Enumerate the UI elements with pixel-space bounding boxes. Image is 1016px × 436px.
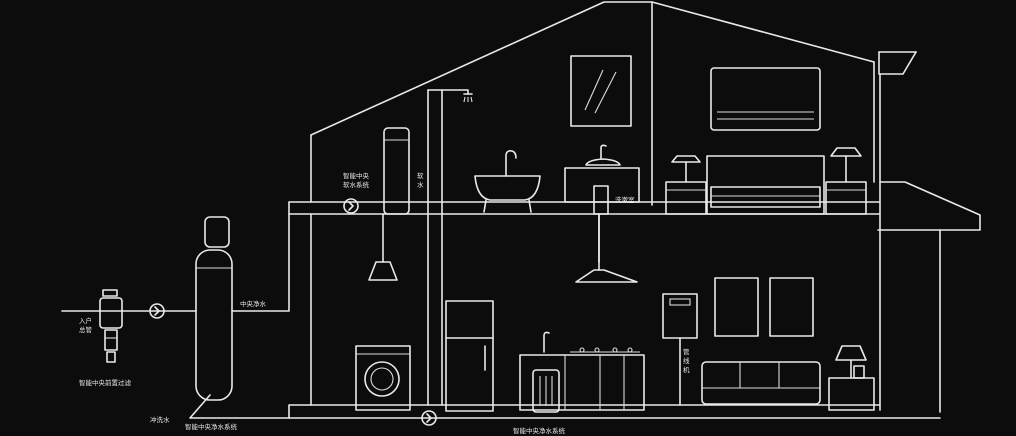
purifier-icon: [532, 369, 560, 413]
stove-icon: [570, 347, 640, 353]
svg-text:入户: 入户: [79, 316, 92, 325]
flow-arrow-icon: [421, 410, 437, 426]
filter-icon: [99, 289, 123, 363]
svg-text:线: 线: [683, 356, 690, 365]
bottom-system-label: 智能中央净水系统: [513, 426, 566, 435]
svg-text:总管: 总管: [79, 325, 93, 334]
flow-arrow-icon: [343, 198, 359, 214]
lamp-icon: [368, 261, 398, 281]
soft-water-label: 软 水: [417, 171, 424, 189]
svg-text:管: 管: [683, 347, 690, 356]
flow-arrow-icon: [149, 303, 165, 319]
sink-icon: [564, 144, 640, 215]
backwash-label: 冲洗水: [150, 415, 170, 424]
pre-filter-label: 智能中央前置过滤: [79, 378, 132, 387]
picture-frame: [570, 55, 632, 127]
bed-icon: [706, 155, 825, 215]
tank-icon: [195, 216, 233, 401]
water-heater-icon: [662, 293, 698, 406]
central-water-label: 中央净水: [240, 299, 267, 308]
svg-text:智能中央: 智能中央: [343, 171, 370, 180]
svg-text:机: 机: [683, 365, 690, 374]
pipeline-machine-label: 管 线 机: [683, 347, 690, 374]
inlet-label: 入户 总管: [79, 316, 93, 334]
central-system-label: 智能中央净水系统: [185, 422, 238, 431]
softener-label: 智能中央 软水系统: [343, 171, 370, 189]
range-hood-icon: [575, 213, 638, 283]
svg-text:软: 软: [417, 171, 424, 180]
lamp-icon: [665, 155, 707, 215]
bathtub-icon: [474, 150, 541, 213]
air-conditioner-icon: [710, 67, 821, 131]
house-outline: [288, 1, 981, 413]
washroom-label: 洗漱室: [615, 195, 635, 204]
washing-machine-icon: [355, 345, 411, 411]
softener-icon: [383, 127, 410, 215]
sofa-icon: [701, 361, 821, 405]
counter: [519, 331, 645, 411]
svg-text:水: 水: [417, 180, 424, 189]
windows: [714, 277, 814, 337]
lamp-icon: [825, 147, 867, 215]
svg-text:软水系统: 软水系统: [343, 180, 370, 189]
shower-icon: [463, 93, 473, 103]
fridge-icon: [445, 300, 494, 412]
pipes: [61, 89, 941, 419]
lamp-icon: [828, 345, 875, 411]
